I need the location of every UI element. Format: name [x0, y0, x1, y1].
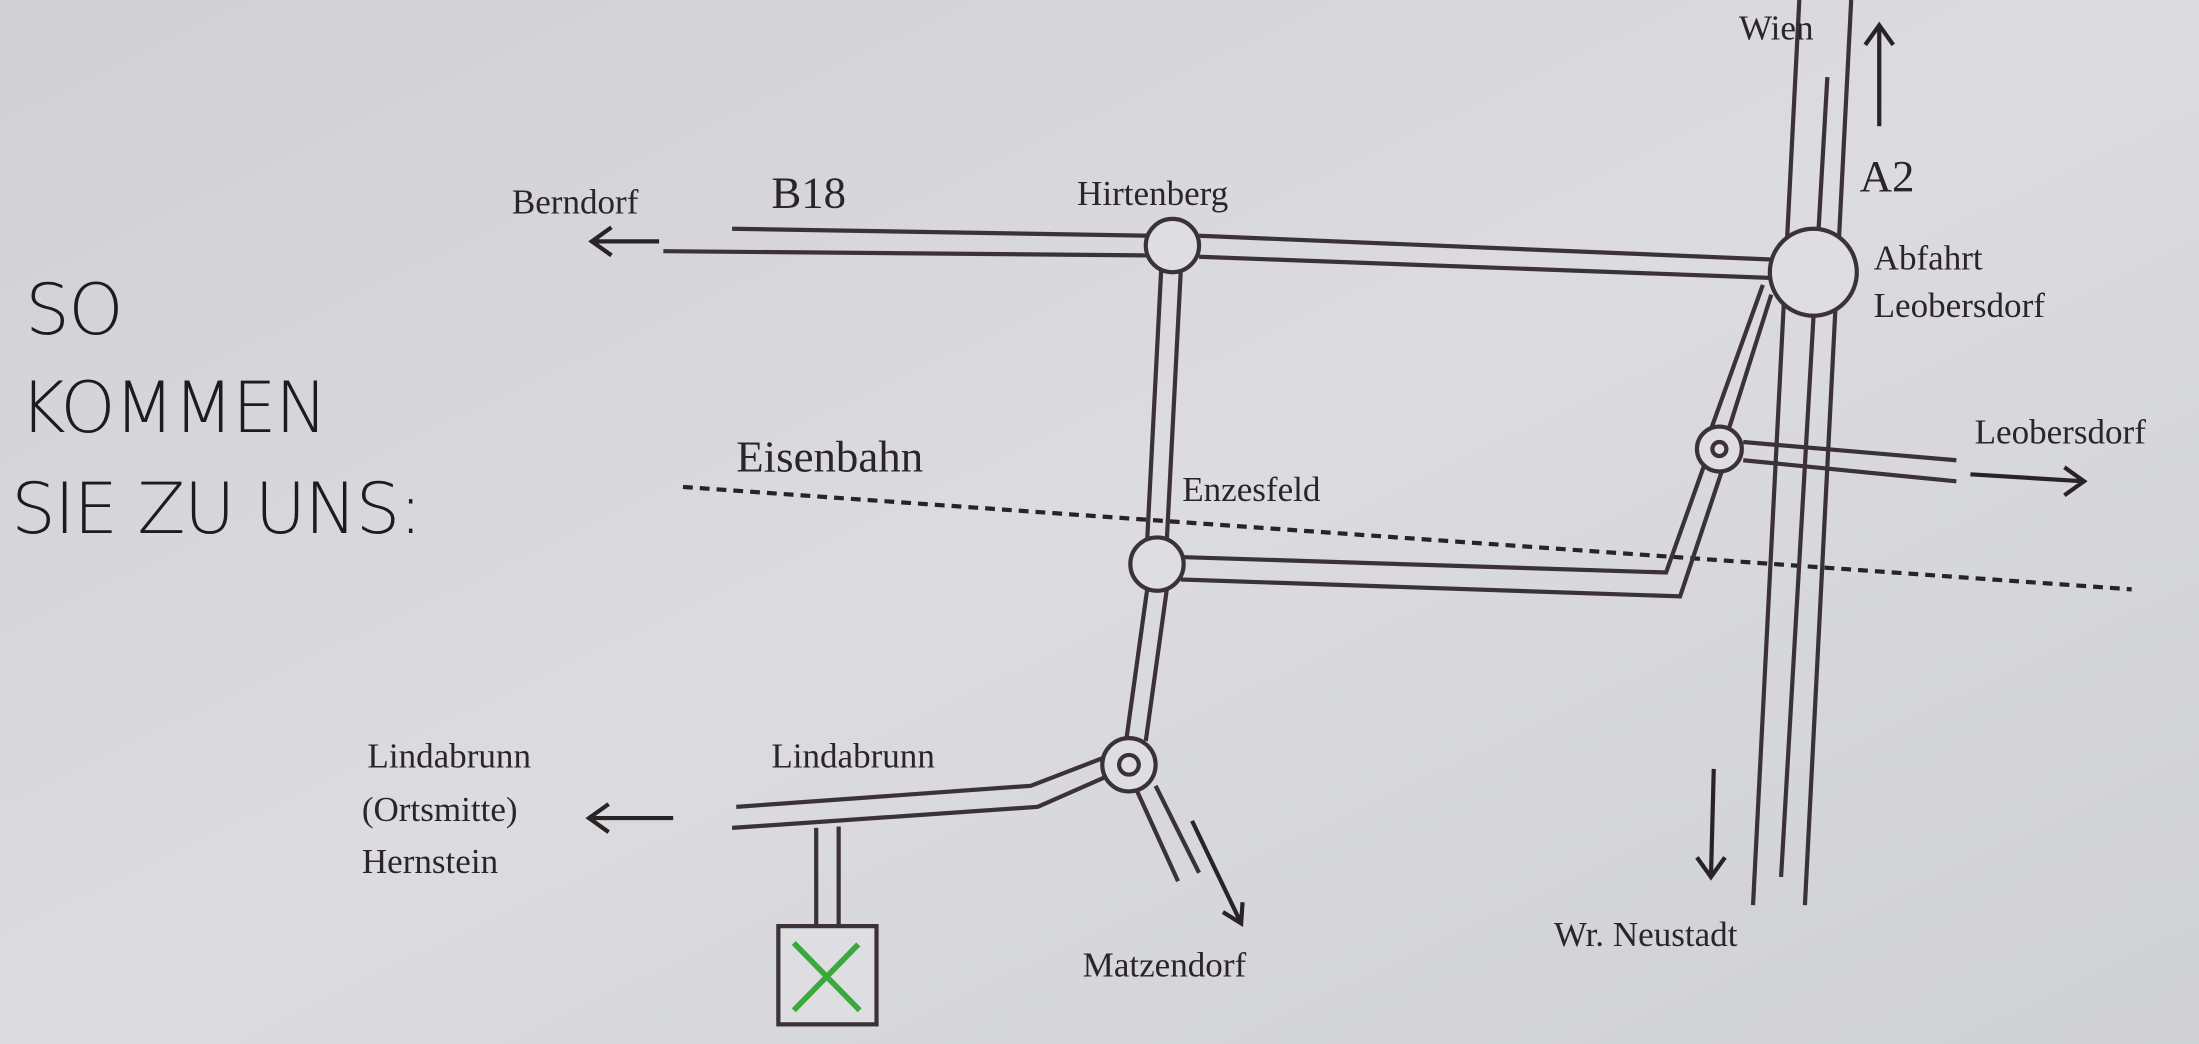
arrow-left-icon	[585, 802, 674, 834]
page-title: SO KOMMEN SIE ZU UNS:	[11, 269, 422, 550]
arrow-left-icon	[588, 225, 660, 258]
a2-motorway	[1750, 0, 1854, 906]
interchange-leobersdorf	[1767, 226, 1859, 318]
label-wr-neustadt: Wr. Neustadt	[1554, 915, 1738, 954]
label-abfahrt-place: Leobersdorf	[1874, 286, 2046, 325]
title-line-2: KOMMEN	[20, 367, 327, 449]
x-mark-icon	[791, 941, 862, 1013]
label-hirtenberg: Hirtenberg	[1077, 174, 1228, 213]
label-leobersdorf: Leobersdorf	[1975, 412, 2147, 451]
label-b18: B18	[771, 168, 846, 218]
roundabout-center	[1117, 752, 1141, 777]
label-lindabrunn: Lindabrunn	[367, 737, 531, 776]
arrow-up-icon	[1863, 21, 1895, 127]
roundabout-enzesfeld	[1128, 535, 1186, 593]
roundabout-lindabrunn	[1100, 735, 1158, 794]
roundabout-center	[1710, 439, 1729, 459]
lindabrunn-road	[731, 755, 1109, 927]
label-ortsmitte: (Ortsmitte)	[362, 790, 518, 829]
label-lindabrunn-road: Lindabrunn	[771, 737, 935, 776]
label-eisenbahn: Eisenbahn	[736, 431, 923, 481]
connector-road	[1180, 284, 1957, 599]
label-abfahrt: Abfahrt	[1874, 238, 1983, 277]
label-hernstein: Hernstein	[362, 842, 498, 881]
arrow-down-right-icon	[1190, 819, 1245, 927]
matzendorf-road	[1134, 784, 1201, 883]
arrow-right-icon	[1970, 465, 2088, 498]
label-wien: Wien	[1739, 8, 1814, 47]
label-a2: A2	[1860, 151, 1915, 201]
title-line-1: SO	[25, 269, 122, 351]
label-matzendorf: Matzendorf	[1083, 946, 1247, 985]
label-enzesfeld: Enzesfeld	[1182, 470, 1321, 509]
north-south-road	[1124, 269, 1183, 742]
label-berndorf: Berndorf	[512, 182, 639, 221]
railway-line	[682, 484, 2132, 592]
destination-marker	[776, 924, 879, 1027]
title-line-3: SIE ZU UNS:	[11, 468, 421, 550]
roundabout-hirtenberg	[1143, 216, 1202, 275]
b18-road	[663, 226, 1775, 280]
arrow-down-icon	[1695, 768, 1727, 881]
roundabout-leobersdorf	[1694, 424, 1744, 474]
